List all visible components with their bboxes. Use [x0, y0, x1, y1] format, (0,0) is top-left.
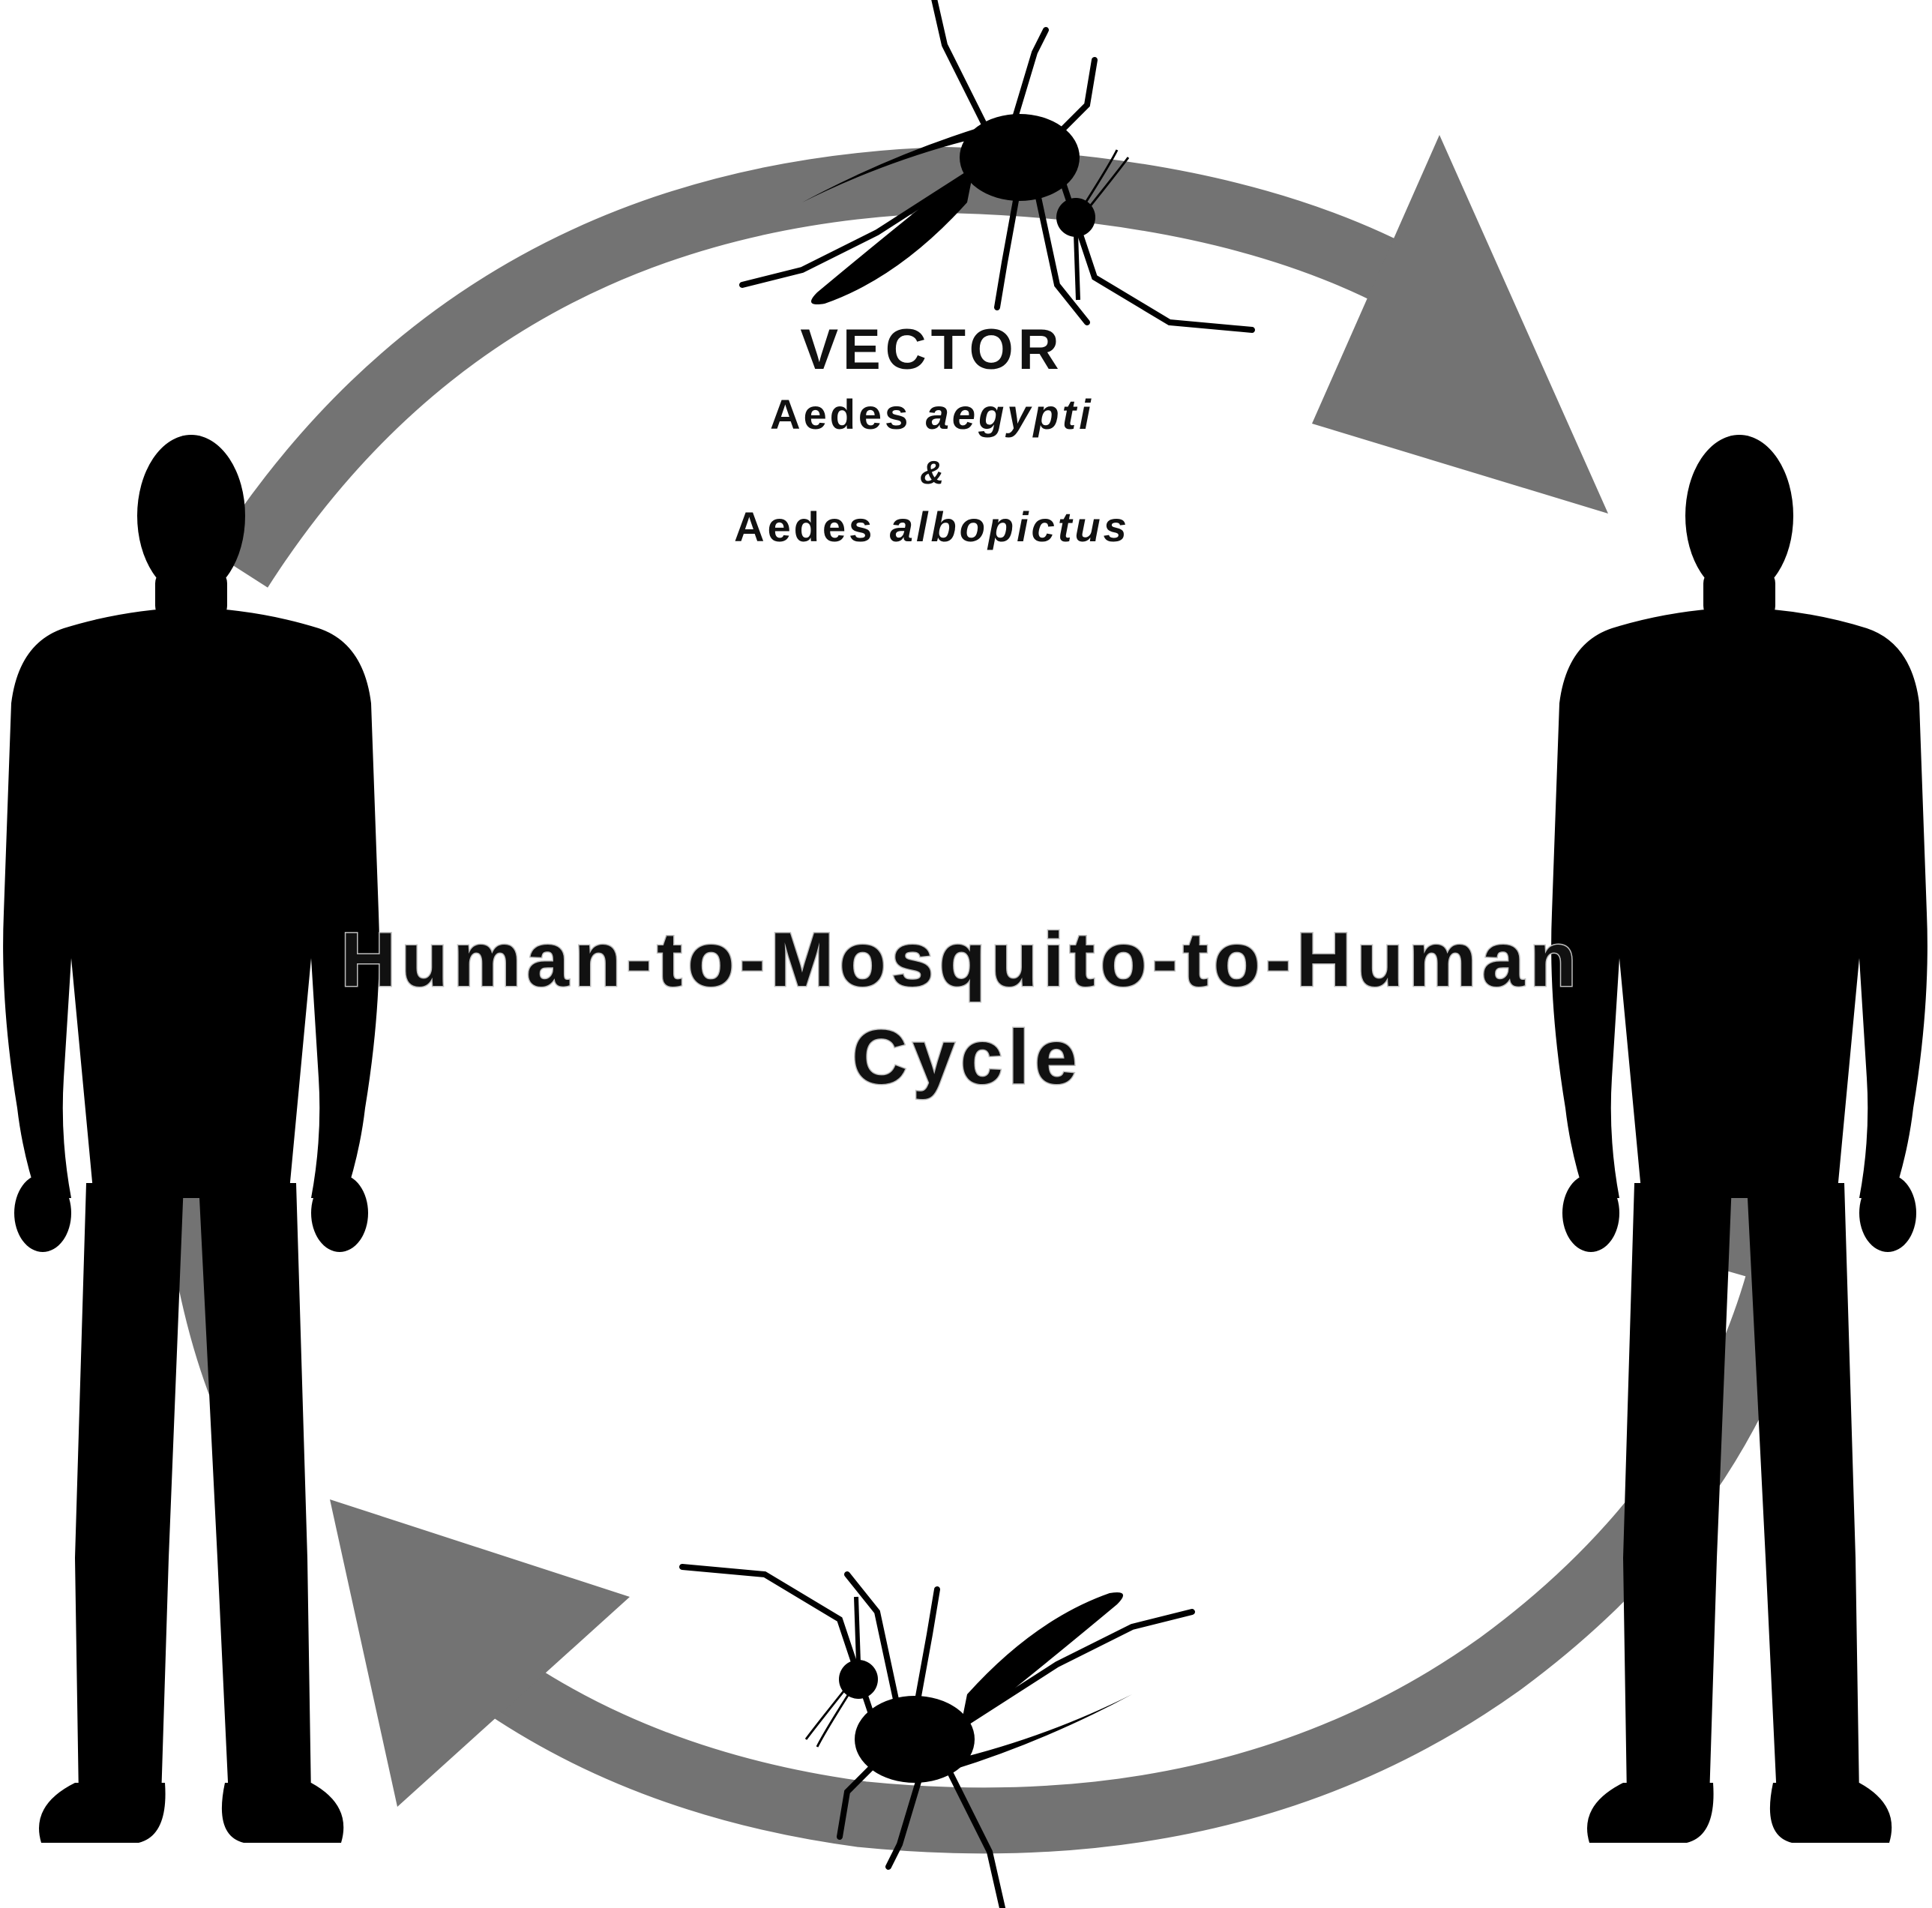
vector-connector: & — [920, 454, 944, 491]
mosquito-bottom-icon — [682, 1567, 1192, 1908]
human-left-icon — [3, 435, 379, 1843]
vector-species-2-genus: Aedes — [734, 503, 890, 550]
cycle-arrow-top-head-icon — [1312, 135, 1608, 514]
cycle-title-line-1: Human-to-Mosquito-to-Human — [340, 917, 1581, 1002]
vector-species-1-name: aegypti — [926, 391, 1094, 438]
vector-species-2-name: albopictus — [890, 503, 1130, 550]
vector-species-1-genus: Aedes — [770, 391, 926, 438]
vector-species-2: Aedes albopictus — [734, 503, 1130, 550]
cycle-title-line-2: Cycle — [852, 1014, 1082, 1100]
cycle-arrow-bottom — [480, 1260, 1784, 1820]
cycle-title: Human-to-Mosquito-to-Human Cycle — [340, 917, 1581, 1100]
human-right-icon — [1551, 435, 1928, 1843]
vector-label: VECTOR Aedes aegypti & Aedes albopictus — [734, 318, 1130, 550]
vector-species-1: Aedes aegypti — [770, 391, 1094, 438]
vector-heading: VECTOR — [800, 318, 1063, 382]
